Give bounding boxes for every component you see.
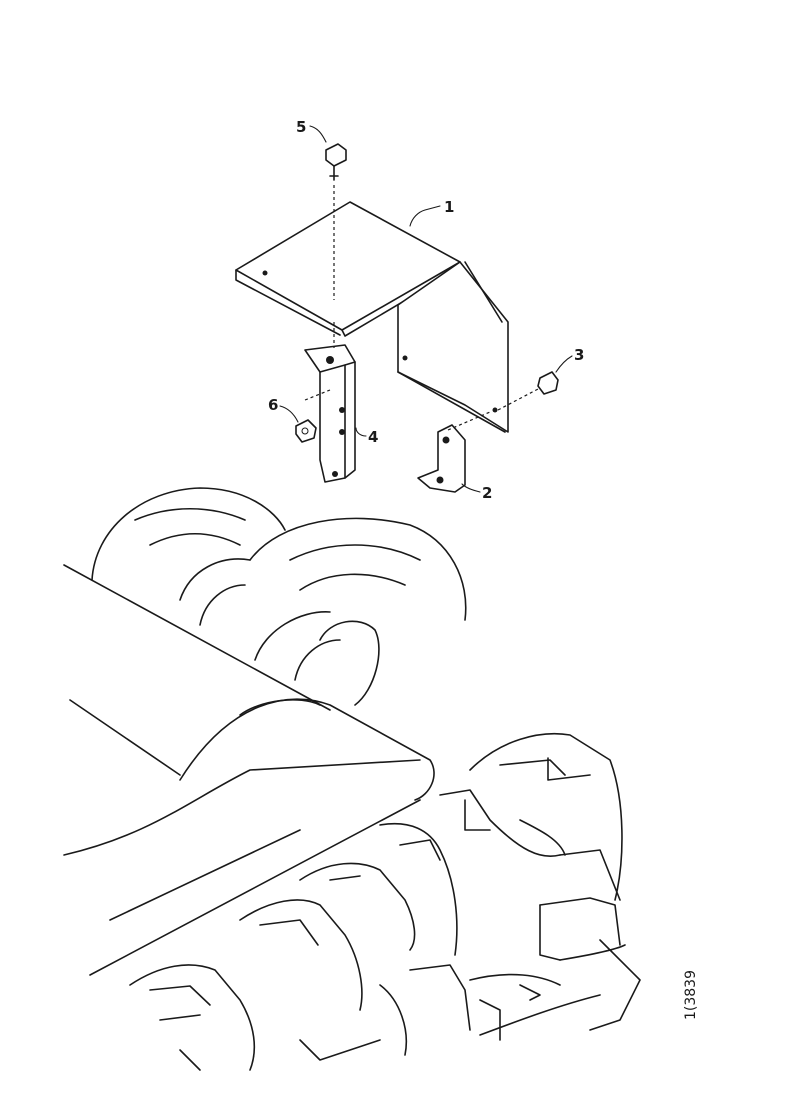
callout-3: 3 <box>574 346 584 364</box>
part-5-bolt <box>325 143 347 181</box>
figure-reference: 1(3839 <box>683 970 699 1020</box>
callout-2: 2 <box>482 484 492 502</box>
callout-4: 4 <box>368 428 378 446</box>
callout-1: 1 <box>444 198 454 216</box>
callout-leaders <box>279 125 573 493</box>
callout-labels: 1 2 3 4 5 6 <box>268 118 584 502</box>
part-1-cover-plate <box>235 201 509 433</box>
part-3-bolt <box>537 371 559 395</box>
part-4-bracket <box>304 344 356 483</box>
part-2-l-bracket <box>417 424 466 493</box>
callout-6: 6 <box>268 396 278 414</box>
part-6-nut <box>295 419 317 443</box>
assembly-lines <box>304 185 541 431</box>
machine-frame-drawing <box>63 487 641 1071</box>
callout-5: 5 <box>296 118 306 136</box>
